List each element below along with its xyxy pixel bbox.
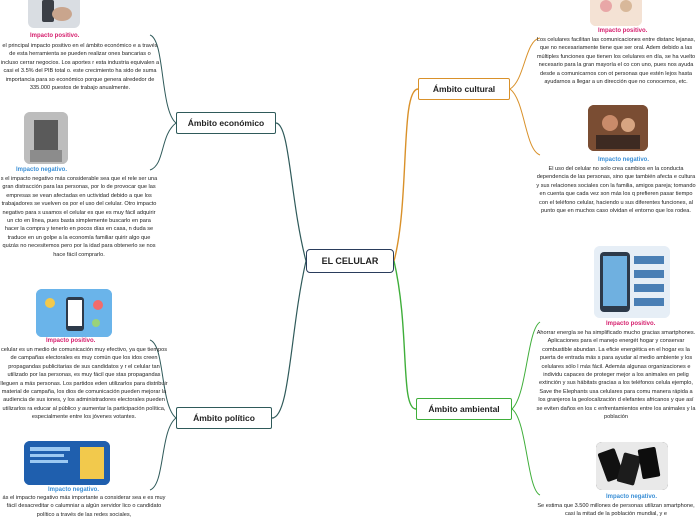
eco-positive-image (28, 0, 80, 28)
amb-negative-text: Se estima que 3.500 millones de personas… (537, 503, 695, 518)
cul-positive-title: Impacto positivo. (598, 28, 648, 34)
amb-positive-title: Impacto positivo. (606, 321, 656, 327)
connector-cultural (393, 88, 419, 262)
amb-negative-image (596, 442, 668, 490)
connector-amb-negative (511, 408, 541, 496)
pol-positive-text: celular es un medio de comunicación muy … (0, 347, 168, 421)
pol-positive-image (36, 289, 112, 337)
connector-economico (275, 122, 307, 262)
pol-negative-text: ás el impacto negativo más importante a … (2, 495, 166, 518)
cul-negative-title: Impacto negativo. (598, 157, 650, 163)
cul-positive-text: Los celulares facilitan las comunicacion… (536, 37, 696, 86)
branch-ambiental[interactable]: Ámbito ambiental (416, 398, 512, 420)
connector-cul-negative (509, 88, 541, 156)
branch-cultural[interactable]: Ámbito cultural (418, 78, 510, 100)
cul-negative-image (588, 105, 648, 151)
cul-positive-image (590, 0, 642, 26)
connector-amb-positive (511, 321, 541, 410)
connector-pol-negative (149, 417, 177, 491)
eco-negative-text: s el impacto negativo más considerable s… (0, 176, 158, 258)
eco-negative-image (24, 112, 68, 164)
eco-negative-title: Impacto negativo. (16, 167, 68, 173)
amb-positive-image (594, 246, 670, 318)
eco-positive-text: el principal impacto positivo en el ámbi… (0, 43, 160, 92)
connector-eco-positive (149, 34, 177, 124)
amb-positive-text: Ahorrar energía se ha simplificado mucho… (536, 330, 696, 421)
amb-negative-title: Impacto negativo. (606, 494, 658, 500)
connector-ambiental (393, 260, 417, 410)
pol-positive-title: Impacto positivo. (46, 338, 96, 344)
connector-eco-negative (149, 122, 177, 171)
central-topic[interactable]: EL CELULAR (306, 249, 394, 273)
connector-cul-positive (509, 37, 541, 90)
branch-economico[interactable]: Ámbito económico (176, 112, 276, 134)
connector-pol-positive (149, 339, 177, 419)
branch-politico[interactable]: Ámbito político (176, 407, 272, 429)
pol-negative-title: Impacto negativo. (48, 487, 100, 493)
pol-negative-image (24, 441, 110, 485)
eco-positive-title: Impacto positivo. (30, 33, 80, 39)
connector-politico (271, 260, 307, 419)
cul-negative-text: El uso del celular no solo crea cambios … (536, 166, 696, 215)
